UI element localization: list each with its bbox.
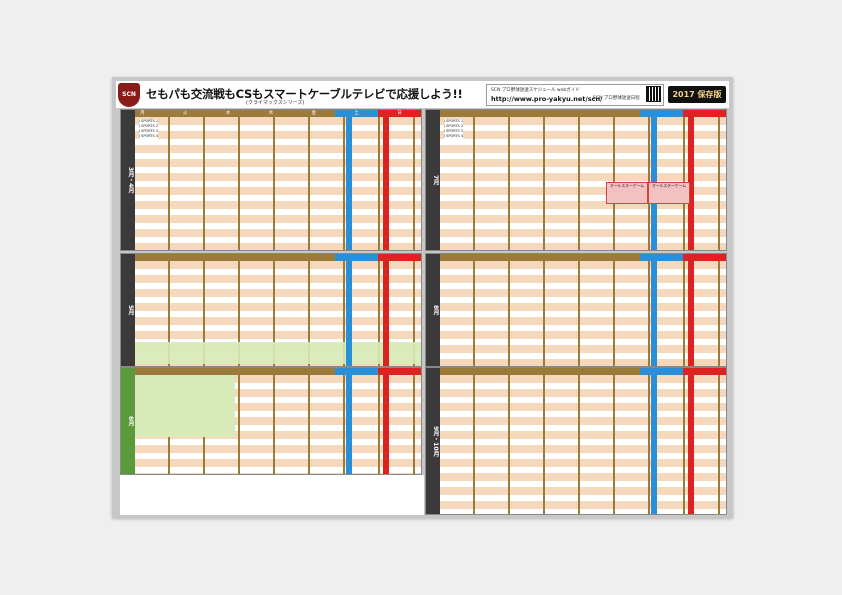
day-header xyxy=(426,368,726,375)
saturday-stripe xyxy=(651,375,657,514)
panel-june: 6月 xyxy=(120,367,422,475)
day-fri: 金 xyxy=(292,110,336,117)
sunday-stripe xyxy=(688,375,694,514)
day-header xyxy=(121,368,421,375)
saturday-stripe xyxy=(346,375,352,474)
interleague-band xyxy=(135,342,421,364)
saturday-stripe xyxy=(346,261,352,366)
app-label: SCN プロ野球放送日程 xyxy=(593,96,640,101)
qr-code-icon xyxy=(646,86,661,102)
channel-legend: J SPORTS 1 J SPORTS 2 J SPORTS 3 J SPORT… xyxy=(444,119,464,139)
month-label: 3月・4月 xyxy=(121,110,135,250)
legend-item: J SPORTS 1 xyxy=(444,119,464,123)
poster-subtitle: (クライマックスシリーズ) xyxy=(246,100,305,106)
panel-march-april: 月 火 水 木 金 土 日 3月・4月 J SPORTS 1 J SPORTS … xyxy=(120,109,422,251)
panel-september-october: 9月・10月 xyxy=(425,367,727,515)
month-label: 9月・10月 xyxy=(426,368,440,514)
scn-logo: SCN xyxy=(118,83,140,107)
footer-notes xyxy=(120,475,424,515)
sunday-stripe xyxy=(383,117,389,250)
url-caption: SCN プロ野球放送スケジュール webガイド xyxy=(491,88,580,93)
legend-item: J SPORTS 4 xyxy=(139,134,159,138)
day-thu: 木 xyxy=(249,110,293,117)
day-header xyxy=(426,254,726,261)
allstar-game-2: オールスターゲーム xyxy=(648,182,690,204)
day-header xyxy=(426,110,726,117)
allstar-game-1: オールスターゲーム xyxy=(606,182,648,204)
year-badge: 2017 保存版 xyxy=(668,86,726,103)
month-label: 5月 xyxy=(121,254,135,366)
month-label: 6月 xyxy=(121,368,135,474)
day-tue: 火 xyxy=(163,110,207,117)
saturday-stripe xyxy=(651,261,657,366)
day-header xyxy=(121,254,421,261)
legend-item: J SPORTS 3 xyxy=(139,129,159,133)
day-mon: 月 xyxy=(121,110,164,117)
schedule-grid xyxy=(440,261,726,366)
channel-legend: J SPORTS 1 J SPORTS 2 J SPORTS 3 J SPORT… xyxy=(139,119,159,139)
poster-title: セもパも交流戦もCSもスマートケーブルテレビで応援しよう!! xyxy=(146,87,463,101)
guide-url[interactable]: http://www.pro-yakyu.net/scn/ xyxy=(491,95,603,103)
saturday-stripe xyxy=(346,117,352,250)
legend-item: J SPORTS 2 xyxy=(444,124,464,128)
legend-item: J SPORTS 3 xyxy=(444,129,464,133)
poster-header: SCN セもパも交流戦もCSもスマートケーブルテレビで応援しよう!! (クライマ… xyxy=(116,81,729,108)
legend-item: J SPORTS 1 xyxy=(139,119,159,123)
month-label: 8月 xyxy=(426,254,440,366)
legend-item: J SPORTS 4 xyxy=(444,134,464,138)
panel-july: 7月 J SPORTS 1 J SPORTS 2 J SPORTS 3 J SP… xyxy=(425,109,727,251)
sunday-stripe xyxy=(383,375,389,474)
day-wed: 水 xyxy=(206,110,250,117)
schedule-grid xyxy=(135,117,421,250)
schedule-grid xyxy=(440,375,726,514)
legend-item: J SPORTS 2 xyxy=(139,124,159,128)
day-sat: 土 xyxy=(335,110,379,117)
web-guide-box: SCN プロ野球放送スケジュール webガイド http://www.pro-y… xyxy=(486,84,664,106)
day-sun: 日 xyxy=(378,110,421,117)
panel-may: 5月 xyxy=(120,253,422,367)
month-label: 7月 xyxy=(426,110,440,250)
sunday-stripe xyxy=(688,117,694,250)
sunday-stripe xyxy=(688,261,694,366)
day-header: 月 火 水 木 金 土 日 xyxy=(121,110,421,117)
panel-august: 8月 xyxy=(425,253,727,367)
sunday-stripe xyxy=(383,261,389,366)
interleague-band xyxy=(135,375,235,437)
schedule-poster: SCN セもパも交流戦もCSもスマートケーブルテレビで応援しよう!! (クライマ… xyxy=(112,77,733,518)
